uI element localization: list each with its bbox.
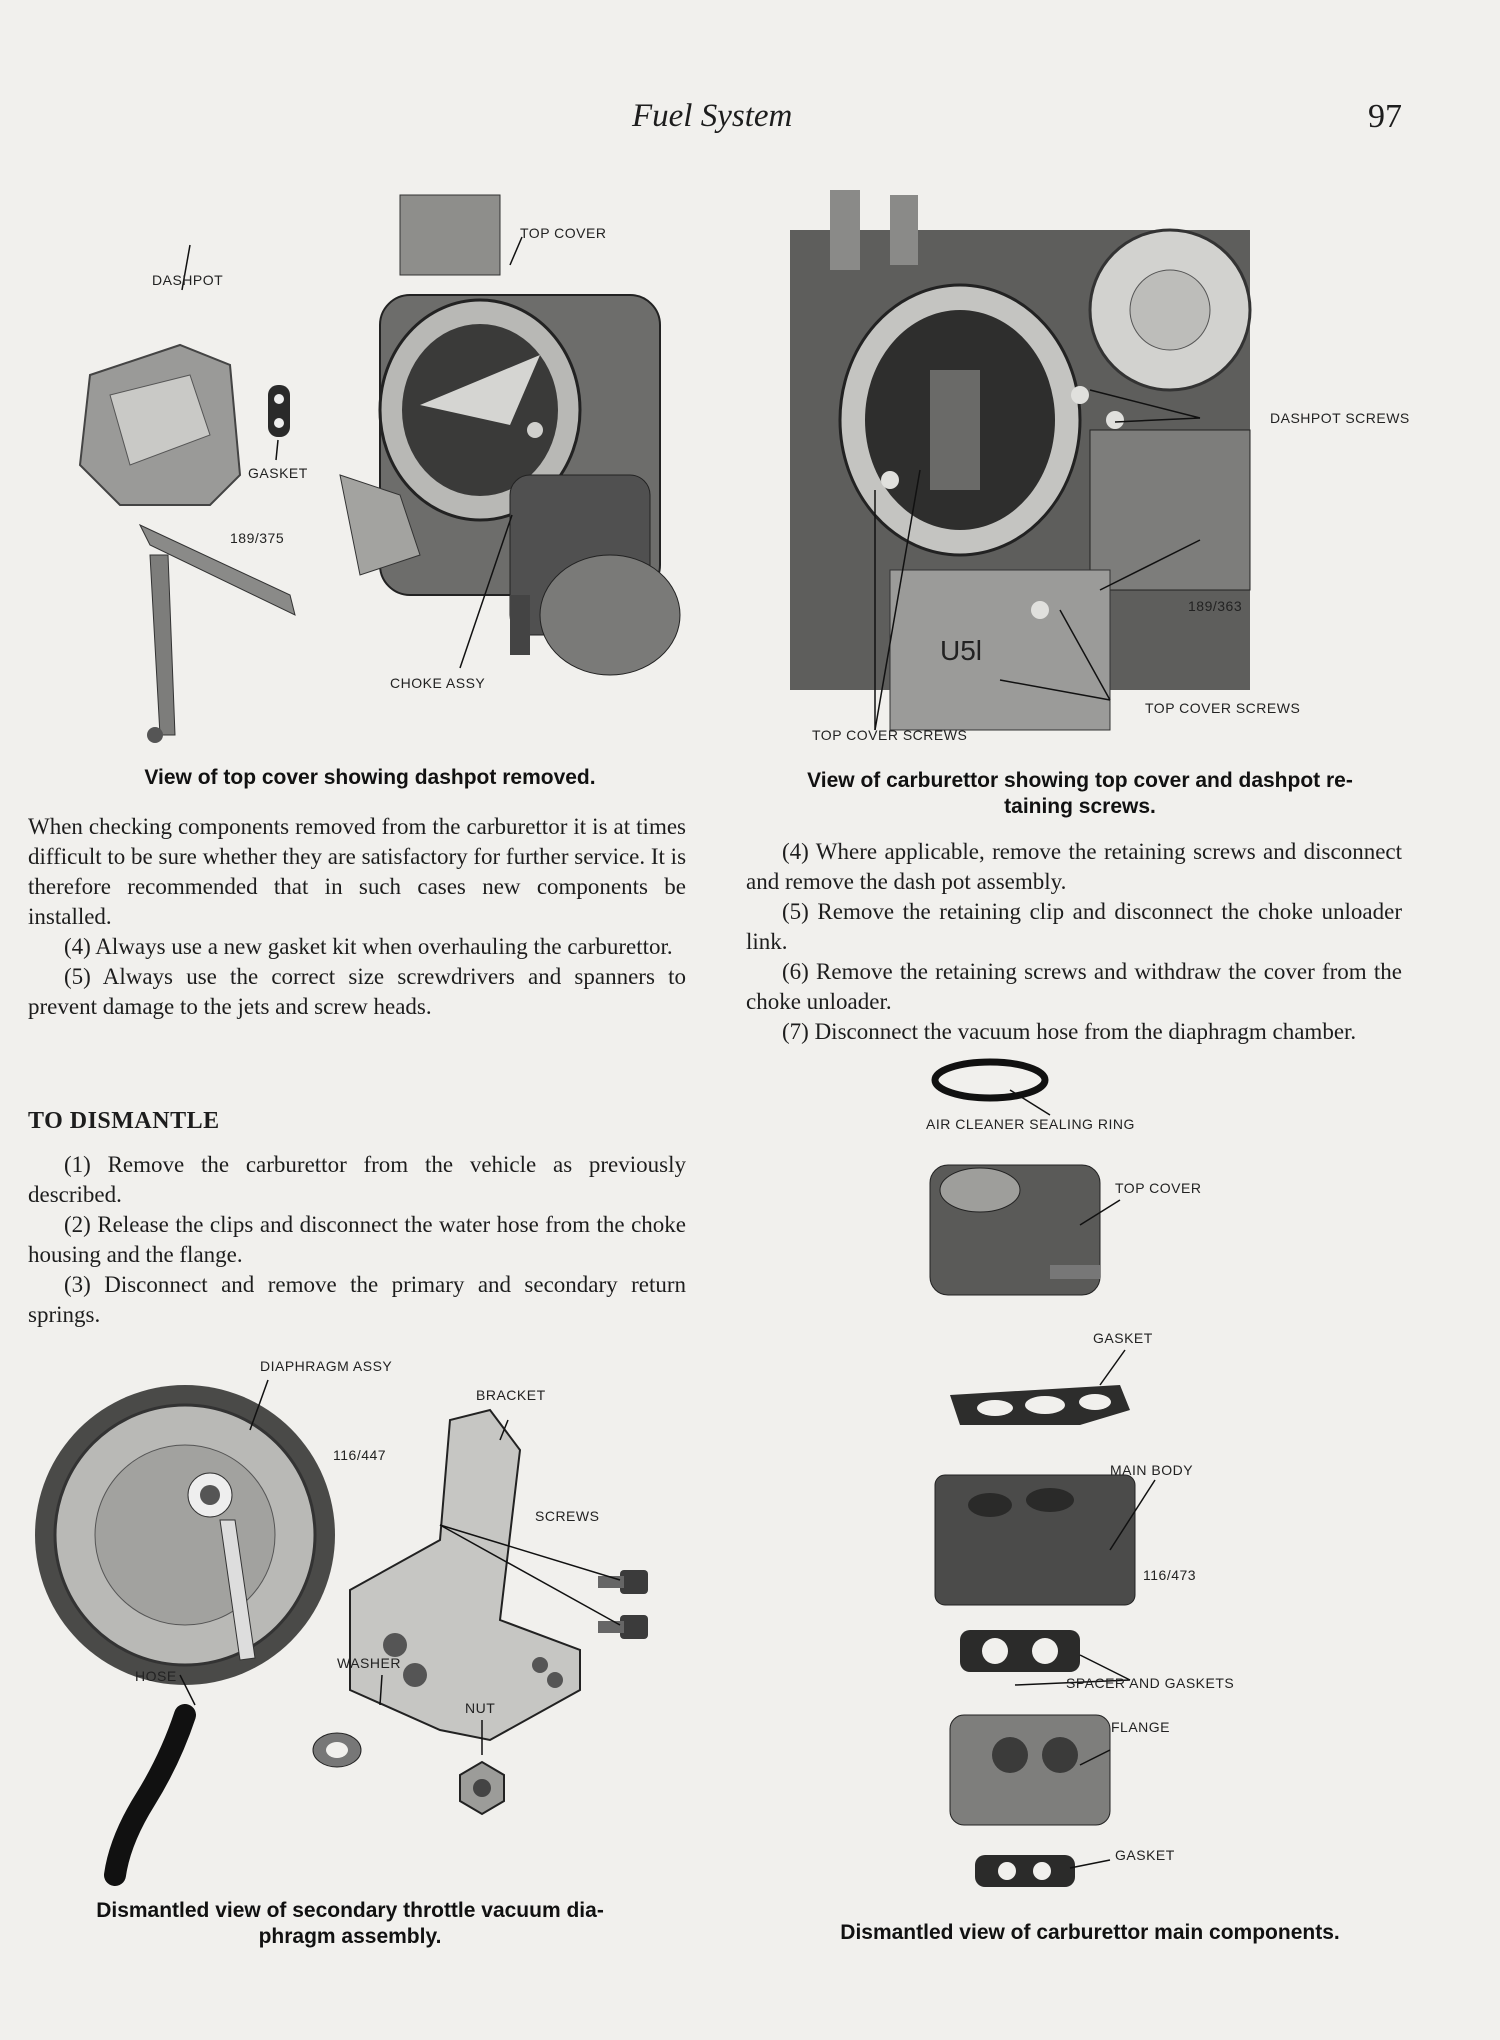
label-diaphragm-assy: DIAPHRAGM ASSY — [260, 1358, 393, 1374]
carburettor-screws-photo: U5l — [790, 190, 1252, 731]
label-washer: WASHER — [337, 1655, 401, 1671]
label-gasket: GASKET — [248, 465, 308, 481]
label-top-cover-br: TOP COVER — [1115, 1180, 1202, 1196]
label-top-cover-screws-right: TOP COVER SCREWS — [1145, 700, 1301, 716]
label-screws: SCREWS — [535, 1508, 600, 1524]
label-nut: NUT — [465, 1700, 496, 1716]
label-top-cover: TOP COVER — [520, 225, 607, 241]
label-flange: FLANGE — [1111, 1719, 1171, 1735]
carburettor-top-cover-photo — [78, 194, 681, 743]
label-main-body: MAIN BODY — [1110, 1462, 1194, 1478]
right-column-text: (4) Where applicable, remove the retaini… — [746, 839, 1402, 1044]
label-top-cover-screws-left: TOP COVER SCREWS — [812, 727, 968, 743]
label-ref-right: 189/363 — [1188, 598, 1243, 614]
page-number: 97 — [1368, 98, 1402, 135]
caption-bottom-left: Dismantled view of secondary throttle va… — [96, 1899, 604, 1949]
label-hose: HOSE — [135, 1668, 177, 1684]
left-column-text: When checking components removed from th… — [28, 814, 687, 1019]
label-gasket-2: GASKET — [1115, 1847, 1175, 1863]
label-air-cleaner-ring: AIR CLEANER SEALING RING — [926, 1116, 1135, 1132]
caption-top-right: View of carburettor showing top cover an… — [807, 769, 1353, 819]
diaphragm-assembly-photo — [35, 1379, 648, 1886]
heading-to-dismantle: TO DISMANTLE — [28, 1108, 220, 1134]
section-title: Fuel System — [632, 98, 793, 134]
caption-top-left: View of top cover showing dashpot remove… — [144, 766, 596, 789]
dismantle-steps: (1) Remove the carburettor from the vehi… — [28, 1152, 686, 1327]
label-ref: 189/375 — [230, 530, 285, 546]
label-gasket-1: GASKET — [1093, 1330, 1153, 1346]
label-ref-bl: 116/447 — [333, 1447, 387, 1463]
carburettor-components-photo — [929, 1058, 1156, 1887]
caption-bottom-right: Dismantled view of carburettor main comp… — [840, 1921, 1340, 1944]
label-spacer-gaskets: SPACER AND GASKETS — [1066, 1675, 1235, 1691]
label-choke-assy: CHOKE ASSY — [390, 675, 486, 691]
label-dashpot-screws: DASHPOT SCREWS — [1270, 410, 1410, 426]
svg-text:U5l: U5l — [940, 635, 982, 666]
label-bracket: BRACKET — [476, 1387, 546, 1403]
label-ref-br: 116/473 — [1143, 1567, 1197, 1583]
label-dashpot: DASHPOT — [152, 272, 224, 288]
